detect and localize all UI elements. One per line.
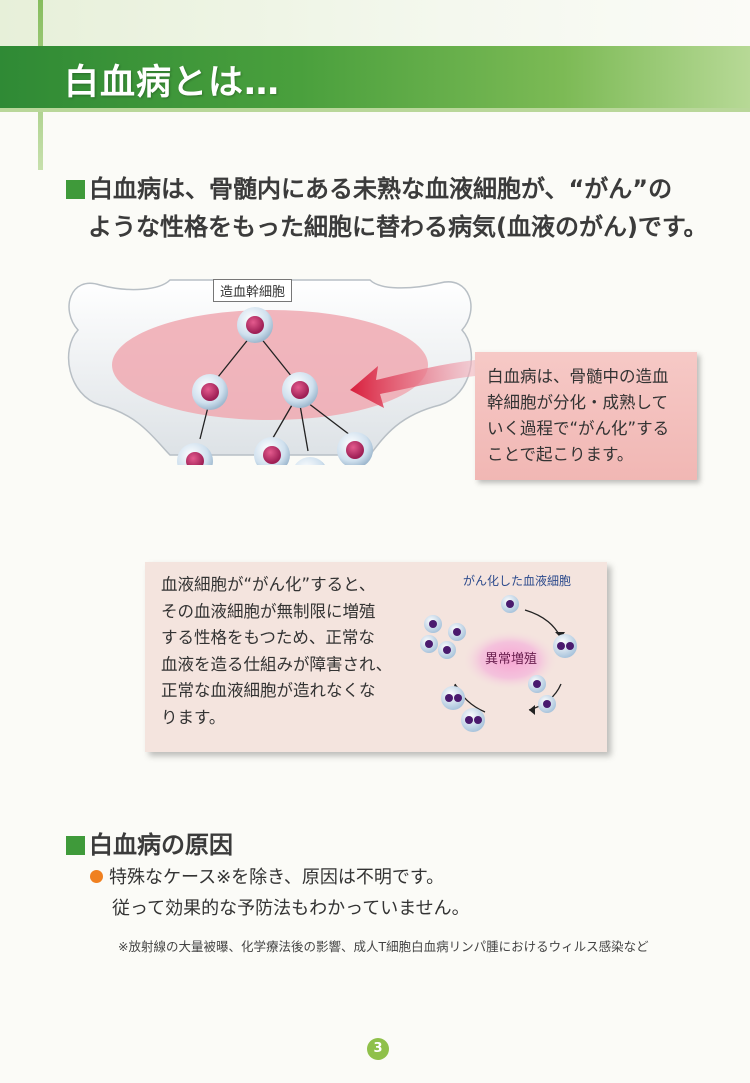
blood-cells xyxy=(177,307,373,465)
cancer-explanation: 血液細胞が“がん化”すると、 その血液細胞が無制限に増殖 する性格をもつため、正… xyxy=(161,572,416,731)
main-headline: 白血病は、骨髄内にある未熟な血液細胞が、“がん”の ような性格をもった細胞に替わ… xyxy=(66,170,726,246)
header-divider xyxy=(0,108,750,112)
leukemia-info-box: 白血病は、骨髄中の造血 幹細胞が分化・成熟して いく過程で“がん化”する ことで… xyxy=(475,352,697,480)
green-square-bullet-icon xyxy=(66,836,85,855)
explanation-line: その血液細胞が無制限に増殖 xyxy=(161,601,376,621)
explanation-line: 血液細胞が“がん化”すると、 xyxy=(161,575,376,594)
cause-line-1: 特殊なケース※を除き、原因は不明です。 xyxy=(109,867,445,888)
cancer-cells xyxy=(420,595,577,732)
stem-cell-label: 造血幹細胞 xyxy=(213,279,293,302)
page-title: 白血病とは… xyxy=(64,63,281,103)
marrow-area xyxy=(112,310,428,420)
bone-illustration xyxy=(67,279,473,465)
green-square-bullet-icon xyxy=(66,180,85,199)
info-line: いく過程で“がん化”する xyxy=(487,419,670,438)
orange-bullet-icon xyxy=(90,870,103,883)
headline-line-1: 白血病は、骨髄内にある未熟な血液細胞が、“がん”の xyxy=(89,175,673,203)
explanation-line: する性格をもつため、正常な xyxy=(161,628,375,647)
abnormal-growth-label: 異常増殖 xyxy=(484,652,537,667)
footnote: ※放射線の大量被曝、化学療法後の影響、成人T細胞白血病リンパ腫におけるウィルス感… xyxy=(118,939,649,954)
info-line: 幹細胞が分化・成熟して xyxy=(487,393,669,412)
explanation-line: 血液を造る仕組みが障害され、 xyxy=(161,654,393,674)
cause-heading: 白血病の原因 xyxy=(66,825,233,860)
page-number: 3 xyxy=(367,1038,389,1060)
cause-heading-text: 白血病の原因 xyxy=(89,831,233,859)
explanation-line: 正常な血液細胞が造れなくな xyxy=(161,681,376,700)
top-stripe xyxy=(0,0,750,46)
cause-line-2: 従って効果的な予防法もわかっていません。 xyxy=(112,898,470,919)
pointer-arrow-icon xyxy=(350,360,475,408)
header-band xyxy=(0,46,750,108)
abnormal-growth-cycle xyxy=(420,595,577,732)
bone-marrow-diagram xyxy=(60,265,480,465)
cancer-cell-box: 血液細胞が“がん化”すると、 その血液細胞が無制限に増殖 する性格をもつため、正… xyxy=(145,562,607,752)
cancer-cell-label: がん化した血液細胞 xyxy=(463,574,572,588)
glow-center xyxy=(462,630,558,690)
info-line: ことで起こります。 xyxy=(487,445,634,464)
headline-line-2: ような性格をもった細胞に替わる病気(血液のがん)です。 xyxy=(88,213,708,241)
cause-body: 特殊なケース※を除き、原因は不明です。 従って効果的な予防法もわかっていません。 xyxy=(90,862,470,924)
info-line: 白血病は、骨髄中の造血 xyxy=(487,367,669,386)
explanation-line: ります。 xyxy=(161,707,226,727)
